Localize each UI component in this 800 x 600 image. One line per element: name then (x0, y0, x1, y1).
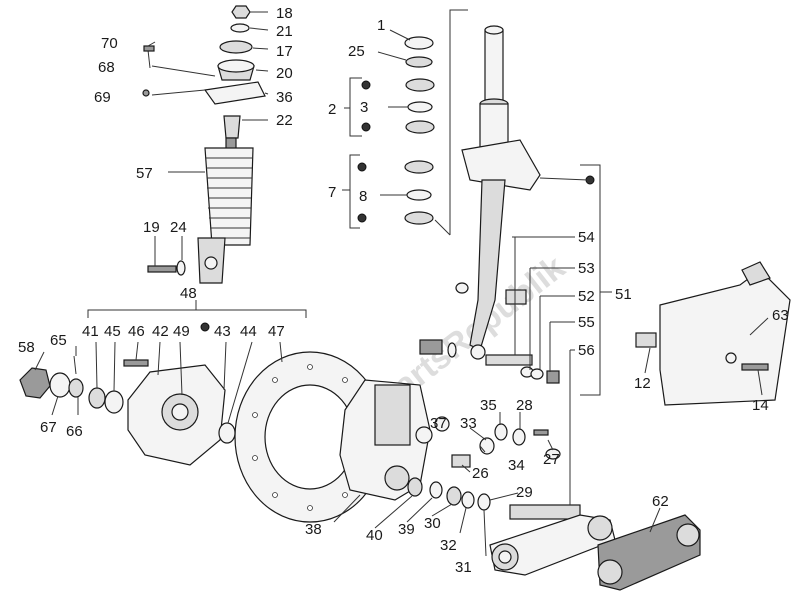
label-19: 19 (143, 219, 160, 236)
label-3: 3 (360, 99, 368, 116)
label-25: 25 (348, 43, 365, 60)
label-48: 48 (180, 285, 197, 302)
label-26: 26 (472, 465, 489, 482)
caliper-carrier-38 (339, 379, 450, 501)
bolt-70 (143, 45, 155, 52)
label-8: 8 (359, 188, 367, 205)
cover-62 (597, 514, 701, 591)
ring-1 (404, 36, 434, 50)
label-2: 2 (328, 101, 336, 118)
nut-33 (479, 437, 495, 455)
label-28: 28 (516, 397, 533, 414)
steering-tube (484, 29, 504, 101)
ring-40 (407, 477, 423, 497)
rubber-17 (219, 40, 253, 54)
label-32: 32 (440, 537, 457, 554)
pin-65 (73, 355, 77, 375)
label-68: 68 (98, 59, 115, 76)
ring-66 (68, 378, 84, 398)
label-67: 67 (40, 419, 57, 436)
nut-69 (142, 89, 150, 97)
label-51: 51 (615, 286, 632, 303)
washer-24 (176, 260, 186, 276)
ring-25 (405, 56, 433, 68)
label-36: 36 (276, 89, 293, 106)
nut-18 (231, 5, 251, 19)
label-69: 69 (94, 89, 111, 106)
label-52: 52 (578, 288, 595, 305)
label-62: 62 (652, 493, 669, 510)
label-17: 17 (276, 43, 293, 60)
label-1: 1 (377, 17, 385, 34)
label-29: 29 (516, 484, 533, 501)
label-18: 18 (276, 5, 293, 22)
label-42: 42 (152, 323, 169, 340)
label-22: 22 (276, 112, 293, 129)
screw-14 (741, 363, 769, 371)
shock-body-57 (204, 147, 254, 246)
part-labels: 70 68 69 18 21 17 20 36 22 57 19 24 1 25… (18, 5, 789, 576)
label-43: 43 (214, 323, 231, 340)
label-21: 21 (276, 23, 293, 40)
label-31: 31 (455, 559, 472, 576)
nut-58 (19, 367, 51, 399)
label-41: 41 (82, 323, 99, 340)
label-57: 57 (136, 165, 153, 182)
fork-crown (461, 139, 541, 191)
label-54: 54 (578, 229, 595, 246)
label-7: 7 (328, 184, 336, 201)
label-63: 63 (772, 307, 789, 324)
leader-lines (34, 9, 769, 557)
label-70: 70 (101, 35, 118, 52)
wheel-hub-assembly (19, 322, 236, 466)
axle-end (419, 339, 443, 355)
ring-8 (406, 189, 432, 201)
steering-column (419, 25, 595, 384)
plate-36 (203, 81, 266, 105)
bolt-19 (147, 265, 177, 273)
shaft-54 (485, 354, 533, 366)
label-35: 35 (480, 397, 497, 414)
label-53: 53 (578, 260, 595, 277)
swing-arm-56 (489, 504, 616, 576)
label-58: 58 (18, 339, 35, 356)
label-20: 20 (276, 65, 293, 82)
label-55: 55 (578, 314, 595, 331)
washer-67 (49, 372, 71, 398)
shock-absorber-assembly (142, 5, 266, 284)
label-33: 33 (460, 415, 477, 432)
label-38: 38 (305, 521, 322, 538)
label-39: 39 (398, 521, 415, 538)
seal-44 (218, 422, 236, 444)
washer-21 (230, 23, 250, 33)
ring-3 (407, 101, 433, 113)
label-14: 14 (752, 397, 769, 414)
label-47: 47 (268, 323, 285, 340)
bump-stop-22 (223, 115, 241, 139)
label-34: 34 (508, 457, 525, 474)
label-46: 46 (128, 323, 145, 340)
clip-12 (635, 332, 657, 348)
label-65: 65 (50, 332, 67, 349)
label-49: 49 (173, 323, 190, 340)
label-37: 37 (430, 415, 447, 432)
label-40: 40 (366, 527, 383, 544)
mudguard-63 (635, 261, 791, 406)
label-12: 12 (634, 375, 651, 392)
label-66: 66 (66, 423, 83, 440)
sleeve-26 (451, 454, 471, 468)
small-parts (407, 423, 561, 511)
label-24: 24 (170, 219, 187, 236)
label-56: 56 (578, 342, 595, 359)
label-30: 30 (424, 515, 441, 532)
label-27: 27 (543, 451, 560, 468)
label-44: 44 (240, 323, 257, 340)
label-45: 45 (104, 323, 121, 340)
